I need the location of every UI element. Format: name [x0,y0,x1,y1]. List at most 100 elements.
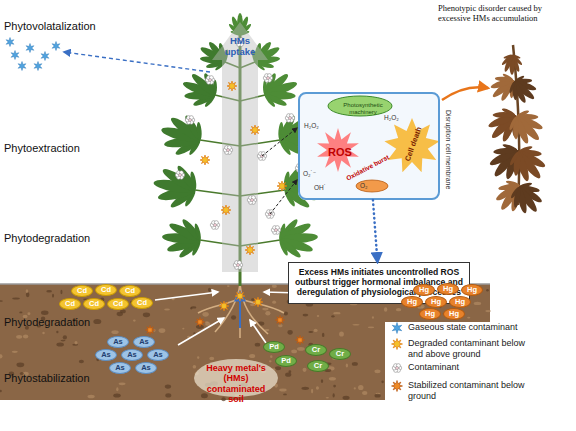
soil-texture-part [275,366,281,370]
metal-ion: Hg [437,283,459,295]
soil-texture-part [272,285,277,288]
soil-texture-part [381,380,384,383]
soil-texture-part [208,288,211,292]
leaf-part [508,116,517,131]
soil-texture-part [343,396,350,400]
metal-ion: Cd [95,284,117,296]
process-label: Phytostabilization [4,372,90,385]
element-symbol: Cd [77,287,87,295]
metal-ion: Cd [71,285,93,297]
cell-death-burst [384,118,439,172]
contaminant-marks [146,38,305,345]
soil-texture-part [467,317,470,319]
metal-ion: Pd [275,355,297,367]
leaf-part [501,54,513,66]
soil-texture-part [331,315,334,317]
metal-ion: As [109,362,131,374]
soil-texture-part [346,364,348,368]
soil-texture-part [117,312,123,316]
leaf-part [503,54,512,59]
cell-annotation: ROS [328,146,352,159]
metal-ion: As [135,362,157,374]
flow-label: HMs uptake [218,36,262,58]
gas-symbol [18,62,26,71]
contaminant-symbol-part [395,366,398,369]
soil-texture-part [287,330,292,335]
soil-texture-part [209,357,214,361]
leaf-part [180,217,202,242]
leaf-part [263,94,276,108]
soil-texture-part [301,387,309,390]
metal-ion: Cr [329,348,351,360]
metal-ion: As [133,336,155,348]
contaminant-symbol-part [236,263,239,266]
cell-fill [298,92,440,200]
metal-ion: Pd [263,341,285,353]
soil-texture-part [52,294,54,298]
element-symbol: As [101,351,111,359]
soil-texture-part [333,385,336,388]
element-symbol: As [141,364,151,372]
legend-item: Contaminant [390,362,459,374]
element-symbol: Cr [312,346,320,354]
soil-texture-part [42,332,44,335]
leaf [504,176,550,221]
metal-ion: Cd [107,298,129,310]
element-symbol: As [113,338,123,346]
soil-texture-part [16,362,24,367]
soil-texture-part [0,390,2,392]
stabilized-symbol [276,316,285,325]
leaf-part [502,143,518,152]
leaf [177,66,224,114]
process-label: Phytodegradation [4,316,90,329]
contaminant-symbol-part [188,118,191,121]
soil-texture-part [322,333,324,337]
metal-ion: Hg [449,296,471,308]
leaf-part [501,107,516,116]
contaminant-symbol-part [250,198,253,201]
contaminant-symbol [223,146,232,155]
leaf-part [278,237,303,259]
soil-texture-part [165,384,171,388]
leaf-part [189,171,197,190]
soil-texture-part [474,302,482,305]
element-symbol: As [153,351,163,359]
cell-annotation: Disruption cell membrane [444,110,452,189]
soil-texture-part [46,290,52,292]
contaminant-symbol [185,116,194,125]
soil-texture-part [283,394,287,396]
element-symbol: Cd [101,286,111,294]
leaf-part [168,115,202,144]
degraded-symbol [250,125,260,135]
contaminant-symbol [205,76,214,85]
soil-texture-part [41,311,49,315]
degraded-symbol [253,297,263,307]
soil-texture-part [74,341,77,345]
soil-texture-part [265,311,270,315]
element-symbol: Hg [443,285,453,293]
soil-texture-part [227,285,230,287]
root [215,284,240,332]
degraded-symbol [277,181,287,191]
leaf [501,54,523,75]
soil-texture-part [143,313,150,318]
metal-ion: Hg [461,284,483,296]
metal-ion: As [107,336,129,348]
gas-symbol [11,51,19,60]
contaminant-symbol [175,171,184,180]
metal-ion: Cd [131,297,153,309]
legend-text: Degraded contaminant below and above gro… [408,338,540,360]
element-symbol: Hg [449,310,459,318]
leaf-part [283,189,297,208]
legend-item: Degraded contaminant below and above gro… [390,338,540,360]
cell-annotation: H₂O₂ [384,114,399,121]
stabilized-symbol [392,381,403,392]
gas-symbol [41,52,49,61]
flow-arrow [155,292,218,300]
contaminant-symbol [263,74,272,83]
soil-texture-part [87,395,94,399]
flow-arrow [250,320,266,343]
leaf [256,66,303,114]
element-symbol: Cr [336,350,344,358]
